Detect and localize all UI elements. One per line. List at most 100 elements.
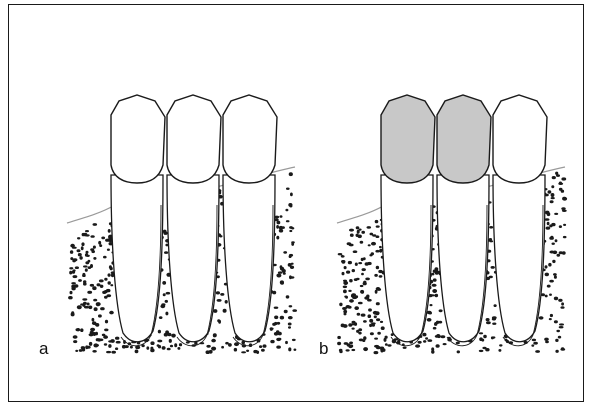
bone-dot [425, 337, 428, 339]
bone-dot [211, 339, 216, 343]
bone-dot [373, 312, 377, 314]
crown [493, 95, 547, 183]
panel-a-label: a [39, 339, 48, 359]
bone-dot [68, 296, 73, 299]
bone-dot [289, 172, 293, 176]
bone-dot [555, 350, 558, 353]
bone-dot [368, 308, 372, 311]
bone-dot [374, 274, 378, 277]
bone-dot [341, 255, 344, 257]
bone-dot [211, 347, 216, 351]
bone-dot [280, 215, 283, 218]
bone-dot [561, 302, 564, 305]
bone-dot [102, 291, 106, 294]
bone-dot [433, 270, 437, 273]
bone-dot [83, 282, 87, 285]
bone-dot [225, 300, 228, 304]
bone-dot [93, 257, 96, 260]
bone-dot [161, 303, 165, 306]
bone-dot [263, 344, 267, 347]
bone-dot [343, 286, 347, 289]
bone-dot [104, 278, 107, 281]
bone-dot [82, 298, 87, 300]
bone-dot [352, 328, 355, 330]
bone-dot [174, 343, 177, 347]
bone-dot [90, 328, 95, 332]
bone-dot [101, 237, 105, 240]
bone-dot [135, 350, 139, 354]
bone-dot [545, 341, 549, 343]
bone-dot [95, 344, 99, 347]
bone-dot [90, 284, 94, 287]
bone-dot [361, 273, 364, 276]
bone-dot [533, 342, 538, 345]
bone-dot [337, 336, 341, 339]
bone-dot [115, 347, 118, 350]
bone-dot [492, 316, 497, 319]
bone-dot [348, 261, 352, 264]
bone-dot [177, 347, 180, 350]
bone-dot [234, 348, 237, 352]
bone-dot [422, 333, 426, 337]
bone-dot [163, 232, 167, 235]
bone-dot [555, 239, 558, 242]
bone-dot [434, 323, 437, 326]
bone-dot [92, 286, 96, 290]
bone-dot [430, 304, 433, 306]
bone-dot [85, 268, 88, 271]
bone-dot [85, 234, 90, 236]
bone-dot [90, 235, 94, 238]
bone-dot [553, 273, 557, 276]
bone-dot [98, 314, 102, 317]
bone-dot [280, 280, 284, 284]
bone-dot [83, 265, 88, 267]
bone-dot [353, 250, 358, 253]
bone-dot [285, 341, 288, 344]
bone-dot [96, 303, 100, 306]
bone-dot [361, 231, 365, 234]
bone-dot [223, 309, 227, 313]
bone-dot [369, 319, 373, 323]
bone-dot [498, 349, 501, 352]
bone-dot [363, 320, 367, 323]
bone-dot [98, 241, 101, 245]
bone-dot [431, 347, 434, 351]
bone-dot [369, 254, 372, 256]
bone-dot [279, 226, 283, 230]
bone-dot [289, 275, 292, 279]
bone-dot [169, 339, 172, 343]
crown-shaded [381, 95, 435, 183]
bone-dot [99, 279, 104, 282]
bone-dot [374, 351, 379, 354]
bone-dot [561, 177, 566, 180]
bone-dot [370, 332, 374, 335]
bone-dot [355, 263, 358, 266]
bone-dot [289, 255, 292, 258]
bone-dot [108, 239, 111, 242]
bone-dot [551, 185, 554, 188]
bone-dot [108, 281, 111, 284]
bone-dot [253, 350, 258, 353]
bone-dot [216, 291, 220, 294]
bone-dot [103, 335, 108, 339]
bone-dot [349, 299, 354, 303]
bone-dot [81, 246, 84, 250]
bone-dot [549, 251, 554, 254]
bone-dot [369, 324, 372, 327]
bone-dot [95, 332, 98, 336]
bone-dot [547, 212, 551, 216]
bone-dot [545, 265, 548, 268]
bone-dot [561, 347, 564, 350]
bone-dot [554, 275, 557, 278]
bone-dot [423, 340, 426, 343]
bone-dot [274, 307, 279, 309]
bone-dot [381, 350, 384, 353]
bone-dot [206, 350, 210, 354]
bone-dot [290, 266, 294, 269]
bone-dot [457, 350, 460, 353]
bone-dot [73, 340, 77, 343]
bone-dot [361, 291, 364, 294]
tooth-2 [437, 95, 491, 346]
bone-dot [115, 337, 119, 340]
bone-dot [74, 284, 79, 287]
